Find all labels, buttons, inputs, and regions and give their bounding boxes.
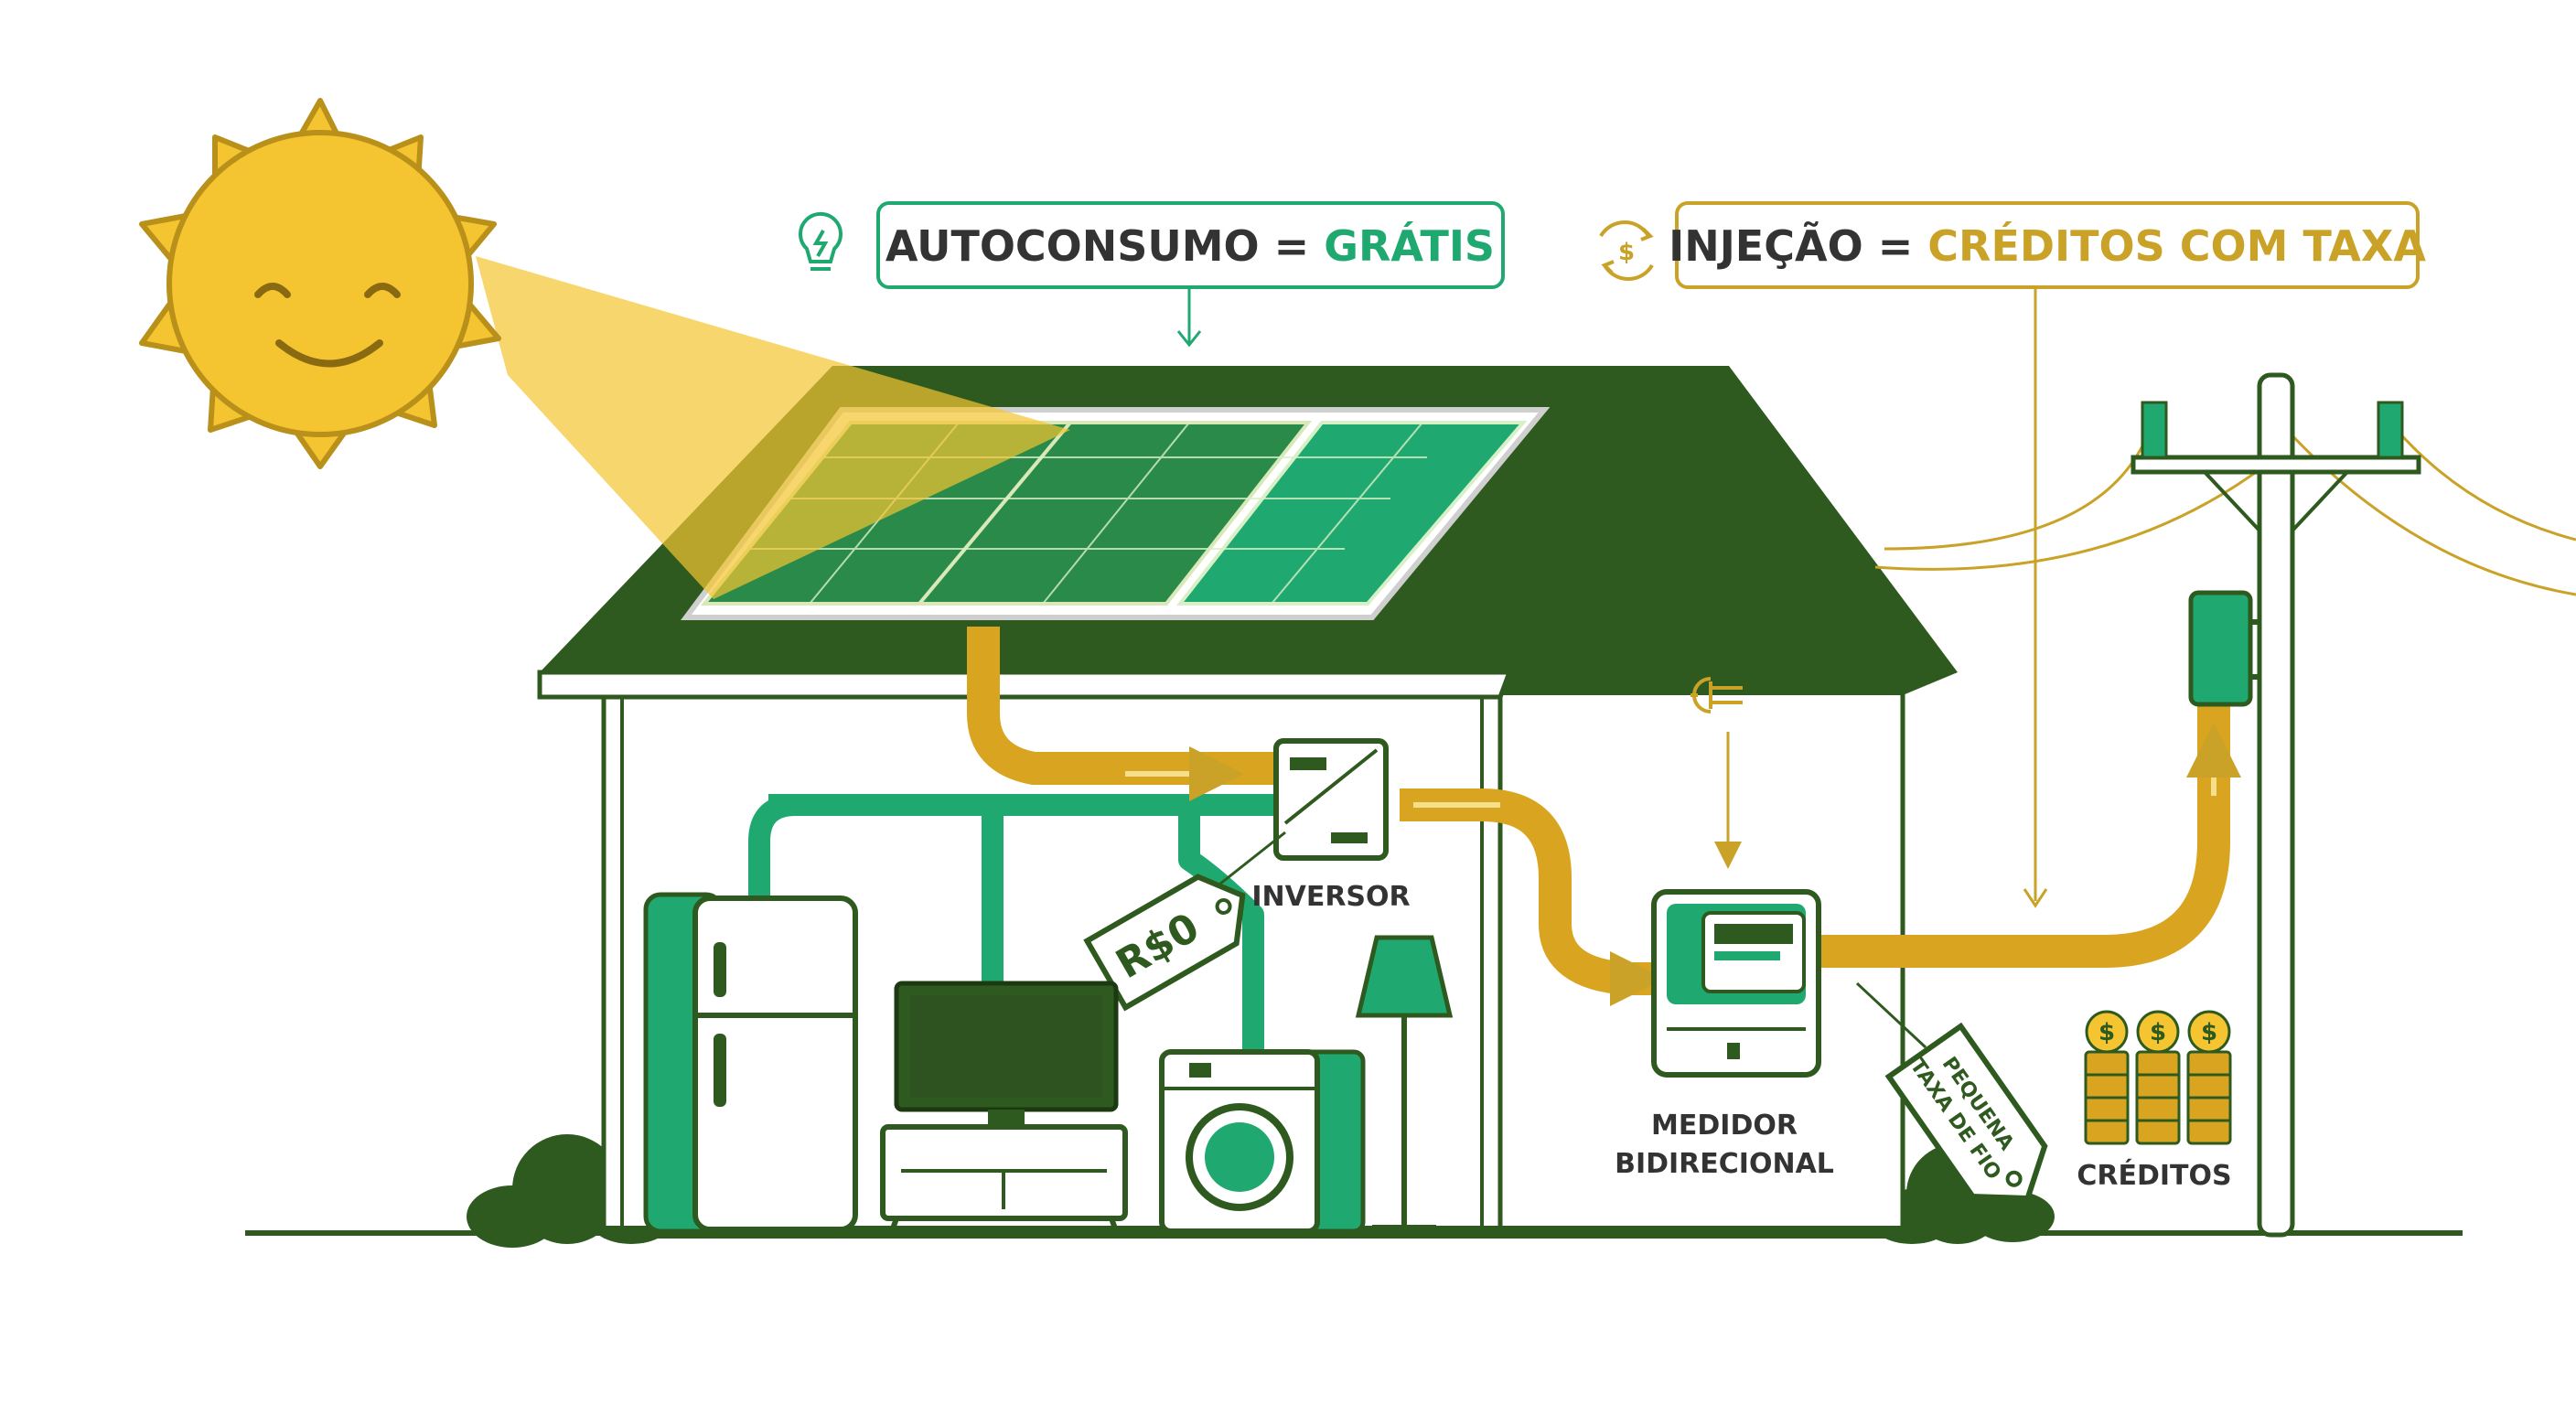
solar-panel-2	[915, 421, 1313, 606]
svg-text:$: $	[1618, 239, 1635, 266]
washing-machine	[1159, 1049, 1366, 1234]
grid-injection-line	[967, 627, 2230, 995]
lightbulb-icon	[799, 211, 843, 271]
svg-text:$: $	[2098, 1019, 2115, 1046]
inverter	[1273, 738, 1389, 861]
injecao-callout: $ INJEÇÃO = CRÉDITOS COM TAXA	[1599, 201, 2426, 908]
sun-beam	[476, 256, 1070, 599]
bidirectional-meter	[1651, 889, 1821, 1078]
creditos-label: CRÉDITOS	[2077, 1159, 2231, 1192]
autoconsumo-prefix: AUTOCONSUMO =	[886, 221, 1324, 271]
svg-text:INJEÇÃO = CRÉDITOS COM TAXA: INJEÇÃO = CRÉDITOS COM TAXA	[1669, 220, 2426, 271]
solar-panel-3	[1175, 421, 1528, 606]
inversor-label: INVERSOR	[1251, 881, 1410, 913]
television	[880, 981, 1128, 1233]
smiling-sun-icon	[139, 98, 501, 469]
medidor-label-line1: MEDIDOR	[1651, 1110, 1798, 1142]
money-cycle-icon	[1599, 220, 1654, 282]
injecao-prefix: INJEÇÃO =	[1669, 220, 1927, 271]
svg-text:AUTOCONSUMO = GRÁTIS: AUTOCONSUMO = GRÁTIS	[886, 221, 1495, 271]
floor-lamp	[1355, 935, 1454, 1230]
autoconsumo-callout: AUTOCONSUMO = GRÁTIS	[799, 201, 1505, 348]
plug-icon	[1690, 677, 1743, 713]
autoconsumo-highlight: GRÁTIS	[1324, 221, 1495, 271]
refrigerator	[643, 892, 858, 1234]
coin-stacks-icon: $ $ $	[2084, 1010, 2232, 1145]
svg-text:$: $	[2201, 1019, 2217, 1046]
free-price-tag: R$0	[1083, 831, 1286, 1012]
utility-pole	[1874, 372, 2576, 1238]
injecao-highlight: CRÉDITOS COM TAXA	[1927, 221, 2426, 271]
medidor-label-line2: BIDIRECIONAL	[1615, 1148, 1834, 1180]
svg-text:$: $	[2150, 1019, 2166, 1046]
